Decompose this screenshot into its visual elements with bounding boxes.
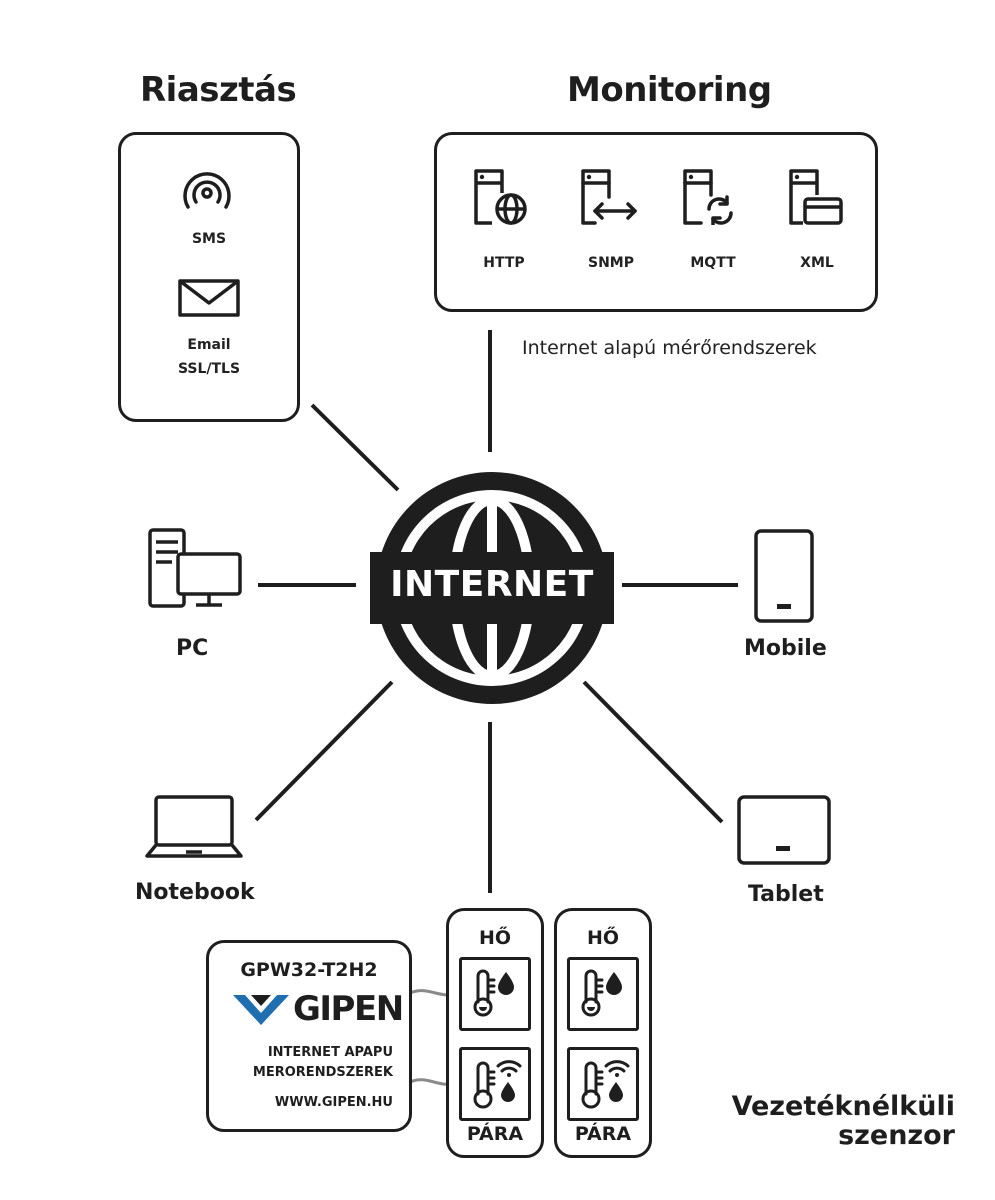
line-riasztas (310, 403, 400, 492)
sensor-1-temp-panel (459, 957, 531, 1031)
sms-label: SMS (191, 231, 227, 247)
thermometer-drop-icon (473, 969, 514, 1017)
thermometer-drop-icon (581, 969, 622, 1017)
thermometer-wifi-drop-icon (473, 1060, 522, 1109)
monitoring-caption: Internet alapú mérőrendszerek (522, 337, 817, 359)
sensor-2-top-label: HŐ (586, 927, 620, 949)
sensor-2-temp-panel (567, 957, 639, 1031)
internet-globe-icon (370, 472, 614, 704)
ssl-tls-label: SSL/TLS (177, 361, 241, 377)
gateway-device: GPW32-T2H2 GIPEN INTERNET APAPU MEROREND… (206, 940, 412, 1132)
mobile-label: Mobile (744, 636, 827, 661)
sensor-1-bottom-label: PÁRA (466, 1123, 524, 1145)
mobile-icon (754, 529, 814, 623)
pc-label: PC (176, 636, 209, 661)
snmp-label: SNMP (588, 255, 634, 271)
tablet-icon (737, 795, 831, 865)
riasztas-panel: SMS Email SSL/TLS (118, 132, 300, 422)
notebook-icon (145, 795, 243, 858)
pc-icon (148, 528, 242, 608)
line-tablet (582, 680, 724, 824)
monitoring-title: Monitoring (567, 70, 772, 110)
server-arrows-icon (581, 169, 637, 225)
sensor-module-1: HŐ (446, 908, 544, 1158)
sensor-2-humidity-panel (567, 1047, 639, 1121)
gateway-line1: INTERNET APAPU (267, 1045, 393, 1060)
notebook-label: Notebook (135, 880, 255, 905)
monitoring-panel: HTTP SNMP MQTT (434, 132, 878, 312)
wireless-line1: Vezetéknélküli (731, 1091, 955, 1122)
envelope-icon (178, 279, 240, 317)
gateway-website: WWW.GIPEN.HU (274, 1095, 393, 1110)
gateway-model: GPW32-T2H2 (240, 959, 378, 981)
xml-label: XML (800, 255, 834, 271)
internet-label: INTERNET (390, 564, 594, 605)
gipen-logo-icon (233, 995, 289, 1025)
sensor-1-top-label: HŐ (478, 927, 512, 949)
sensor-module-2: HŐ (554, 908, 652, 1158)
sensor-2-bottom-label: PÁRA (574, 1123, 632, 1145)
broadcast-icon (183, 172, 231, 209)
thermometer-wifi-drop-icon (581, 1060, 630, 1109)
server-globe-icon (474, 169, 527, 225)
line-notebook (254, 680, 394, 822)
tablet-label: Tablet (748, 882, 824, 907)
sensor-1-humidity-panel (459, 1047, 531, 1121)
wireless-line2: szenzor (838, 1120, 955, 1151)
server-window-icon (789, 169, 843, 225)
gateway-line2: MERORENDSZEREK (252, 1065, 393, 1080)
wireless-sensor-caption: Vezetéknélküli szenzor (700, 1092, 955, 1150)
email-label: Email (187, 337, 231, 353)
http-label: HTTP (483, 255, 525, 271)
server-sync-icon (683, 169, 733, 225)
riasztas-title: Riasztás (140, 70, 297, 110)
mqtt-label: MQTT (690, 255, 736, 271)
gipen-brand: GIPEN (293, 989, 404, 1029)
